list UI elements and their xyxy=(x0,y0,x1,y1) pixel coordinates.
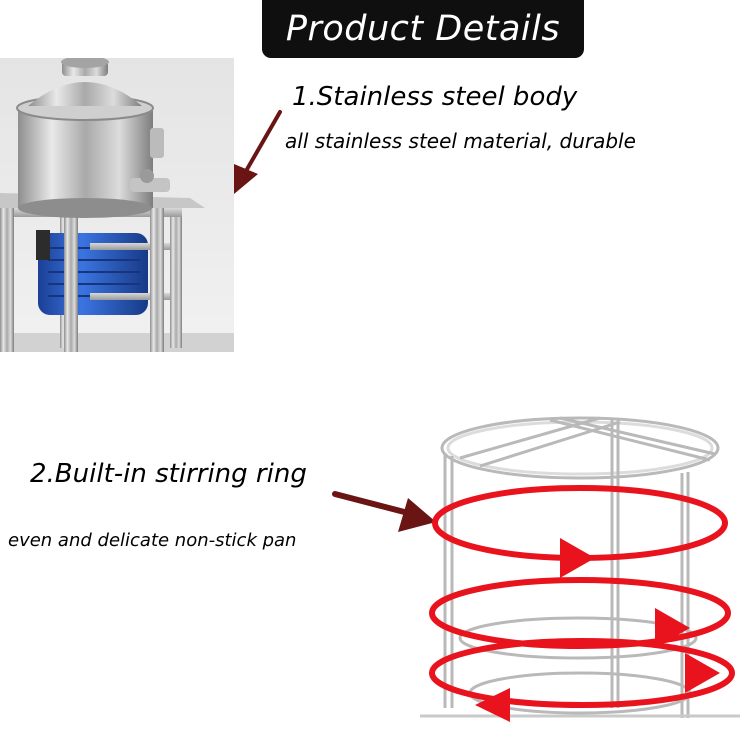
motor-cable-box xyxy=(36,230,50,260)
tank-lid xyxy=(28,82,142,106)
tank-bottom xyxy=(18,198,152,218)
feature-heading: 1.Stainless steel body xyxy=(292,82,578,112)
meatball-machine-illustration xyxy=(0,58,234,352)
rotation-arrow-icons xyxy=(475,538,720,722)
tank-handle xyxy=(150,128,164,158)
pointer-arrow-icon xyxy=(234,110,282,194)
frame-bar xyxy=(90,243,170,250)
floor xyxy=(0,333,234,352)
rotation-ring xyxy=(429,638,735,708)
meatball-machine-photo xyxy=(0,58,234,352)
steel-tank xyxy=(18,108,153,208)
feature-description: all stainless steel material, durable xyxy=(285,129,636,153)
feature-description: even and delicate non-stick pan xyxy=(8,530,297,551)
rotation-arrow-icon xyxy=(655,608,690,648)
rotation-arrow-icon xyxy=(685,653,720,693)
page-title: Product Details xyxy=(285,9,561,49)
frame-leg xyxy=(64,208,78,352)
outlet-valve xyxy=(130,178,170,192)
stirring-ring-illustration xyxy=(420,416,740,722)
frame-bar xyxy=(90,293,170,300)
frame-leg xyxy=(170,208,182,348)
frame-leg xyxy=(150,208,164,352)
title-banner: Product Details xyxy=(262,0,584,58)
frame-leg xyxy=(0,208,14,352)
ring-frame xyxy=(440,416,720,718)
feature-heading: 2.Built-in stirring ring xyxy=(30,459,307,489)
rotation-arrow-icon xyxy=(475,688,510,722)
lid-top-rim xyxy=(61,58,109,68)
rotation-arrow-icon xyxy=(560,538,595,578)
rotation-ring xyxy=(429,577,731,649)
valve-knob xyxy=(140,169,154,183)
pointer-arrow-icon xyxy=(332,491,436,532)
